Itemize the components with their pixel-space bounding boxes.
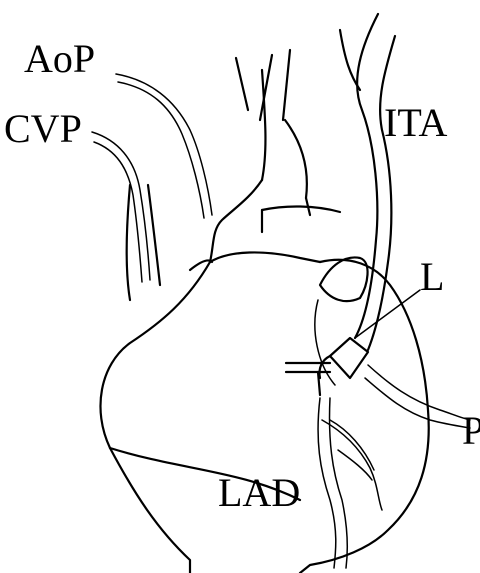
heart-outline <box>100 252 428 573</box>
ita-vessel <box>340 14 395 350</box>
great-vessels <box>127 50 340 300</box>
label-cvp: CVP <box>4 106 82 151</box>
label-l: L <box>420 254 444 299</box>
flow-probe <box>286 338 368 395</box>
label-p: P <box>462 408 480 453</box>
label-ita: ITA <box>384 100 448 145</box>
p-leader-lines <box>365 365 470 428</box>
aop-catheter <box>116 74 212 218</box>
label-lad: LAD <box>218 470 300 515</box>
cvp-catheter <box>92 132 150 282</box>
label-aop: AoP <box>24 36 95 81</box>
